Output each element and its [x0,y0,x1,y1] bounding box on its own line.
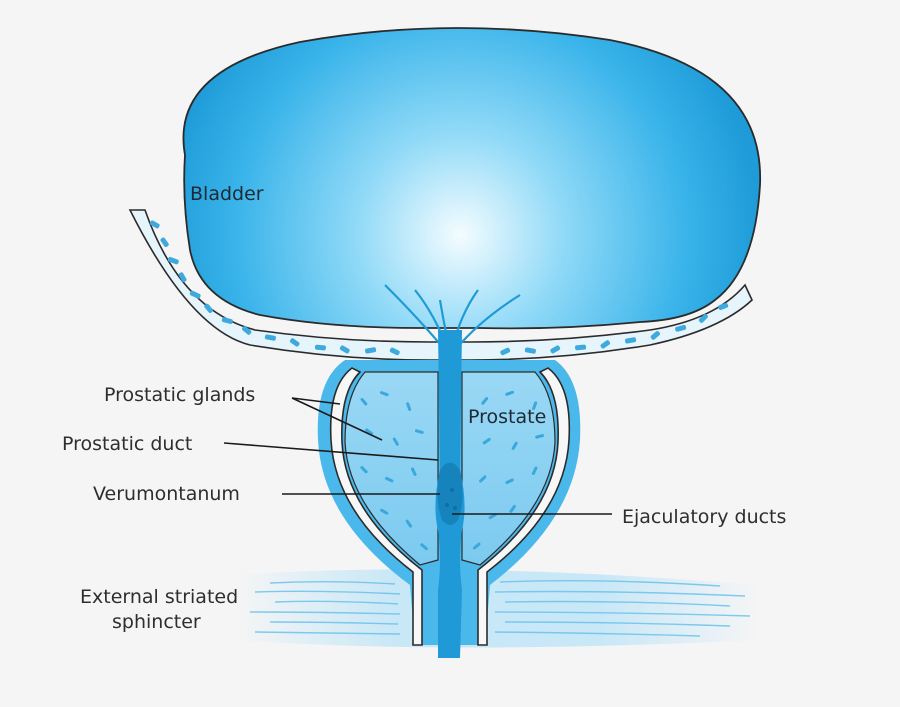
leader-prostatic-glands-2 [291,397,383,441]
urethra [384,284,521,658]
leader-prostatic-duct [223,442,439,461]
label-bladder: Bladder [190,183,264,205]
label-prostate: Prostate [468,406,546,428]
verumontanum-mound [437,462,463,525]
label-sphincter: sphincter [112,611,201,633]
label-prostatic-glands: Prostatic glands [104,384,255,406]
leader-lines [223,397,612,515]
leader-prostatic-glands-1 [291,397,341,405]
label-external-striated: External striated [80,586,238,608]
label-verumontanum: Verumontanum [93,483,240,505]
external-sphincter [235,569,760,648]
bladder-neck-fibers [384,284,521,351]
bladder-wall [128,209,753,361]
labels: Bladder Prostate Prostatic glands Prosta… [62,183,786,633]
label-prostatic-duct: Prostatic duct [62,433,192,455]
bladder [182,27,761,330]
label-ejaculatory-ducts: Ejaculatory ducts [622,506,786,528]
